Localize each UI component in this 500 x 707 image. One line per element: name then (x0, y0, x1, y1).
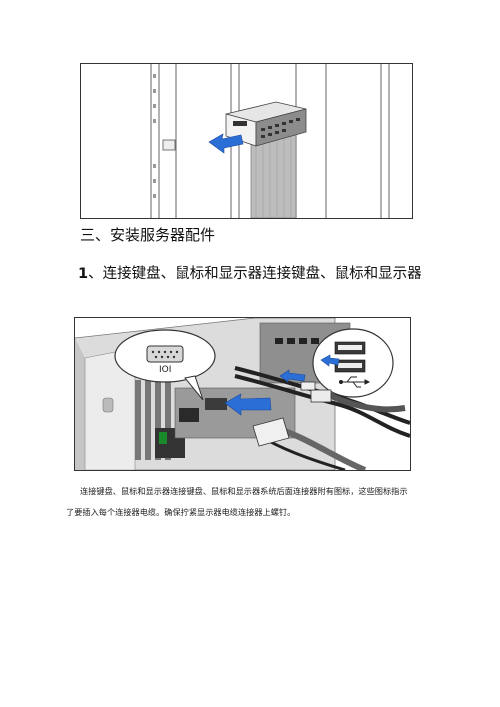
usb-icon (339, 376, 371, 388)
usb-port-arrow-icon (320, 354, 340, 367)
rack-install-illustration (80, 63, 413, 219)
vga-insert-arrow-icon (224, 393, 272, 416)
section-heading: 三、安装服务器配件 (80, 226, 216, 244)
subsection-number: 1 (78, 266, 89, 282)
cable-connection-drawing: IOI (75, 318, 410, 470)
usb-insert-arrow-icon (279, 369, 306, 383)
cable-connection-illustration: IOI (74, 317, 411, 471)
body-text-line-1: 连接键盘、鼠标和显示器连接键盘、鼠标和显示器系统后面连接器附有图标，这些图标指示 (80, 486, 408, 496)
subsection-title: 、连接键盘、鼠标和显示器连接键盘、鼠标和显示器 (88, 266, 422, 282)
rack-install-drawing (81, 64, 412, 218)
insert-arrow-icon (208, 133, 244, 154)
vga-symbol-text: IOI (159, 365, 171, 375)
subsection-heading: 1、连接键盘、鼠标和显示器连接键盘、鼠标和显示器 (78, 262, 422, 283)
body-text-line-2: 了要插入每个连接器电缆。确保拧紧显示器电缆连接器上螺钉。 (66, 507, 296, 517)
